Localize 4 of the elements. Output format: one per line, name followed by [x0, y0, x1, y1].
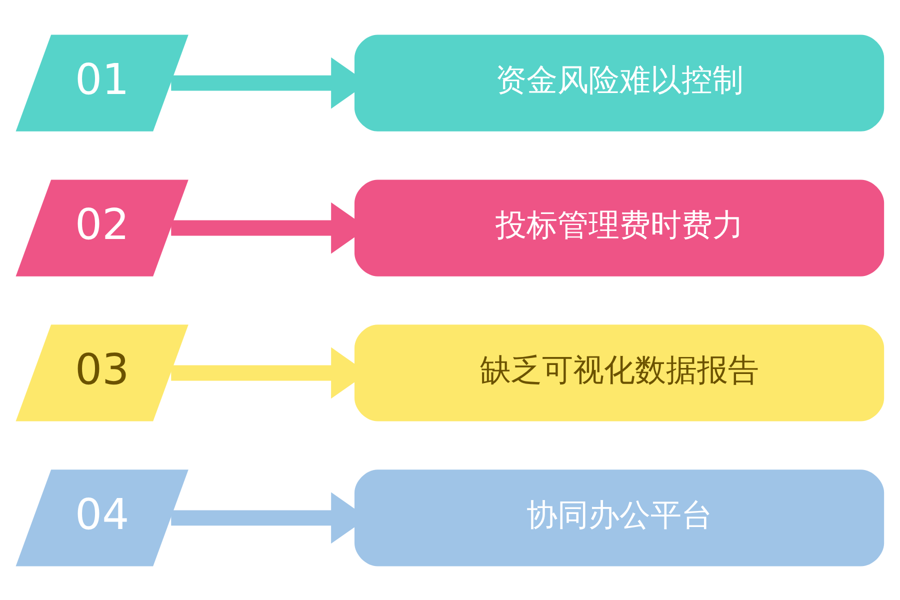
node-box: 投标管理费时费力 — [354, 179, 884, 276]
node-box: 协同办公平台 — [354, 469, 884, 566]
node-box: 资金风险难以控制 — [354, 34, 884, 131]
node-box: 缺乏可视化数据报告 — [354, 324, 884, 421]
